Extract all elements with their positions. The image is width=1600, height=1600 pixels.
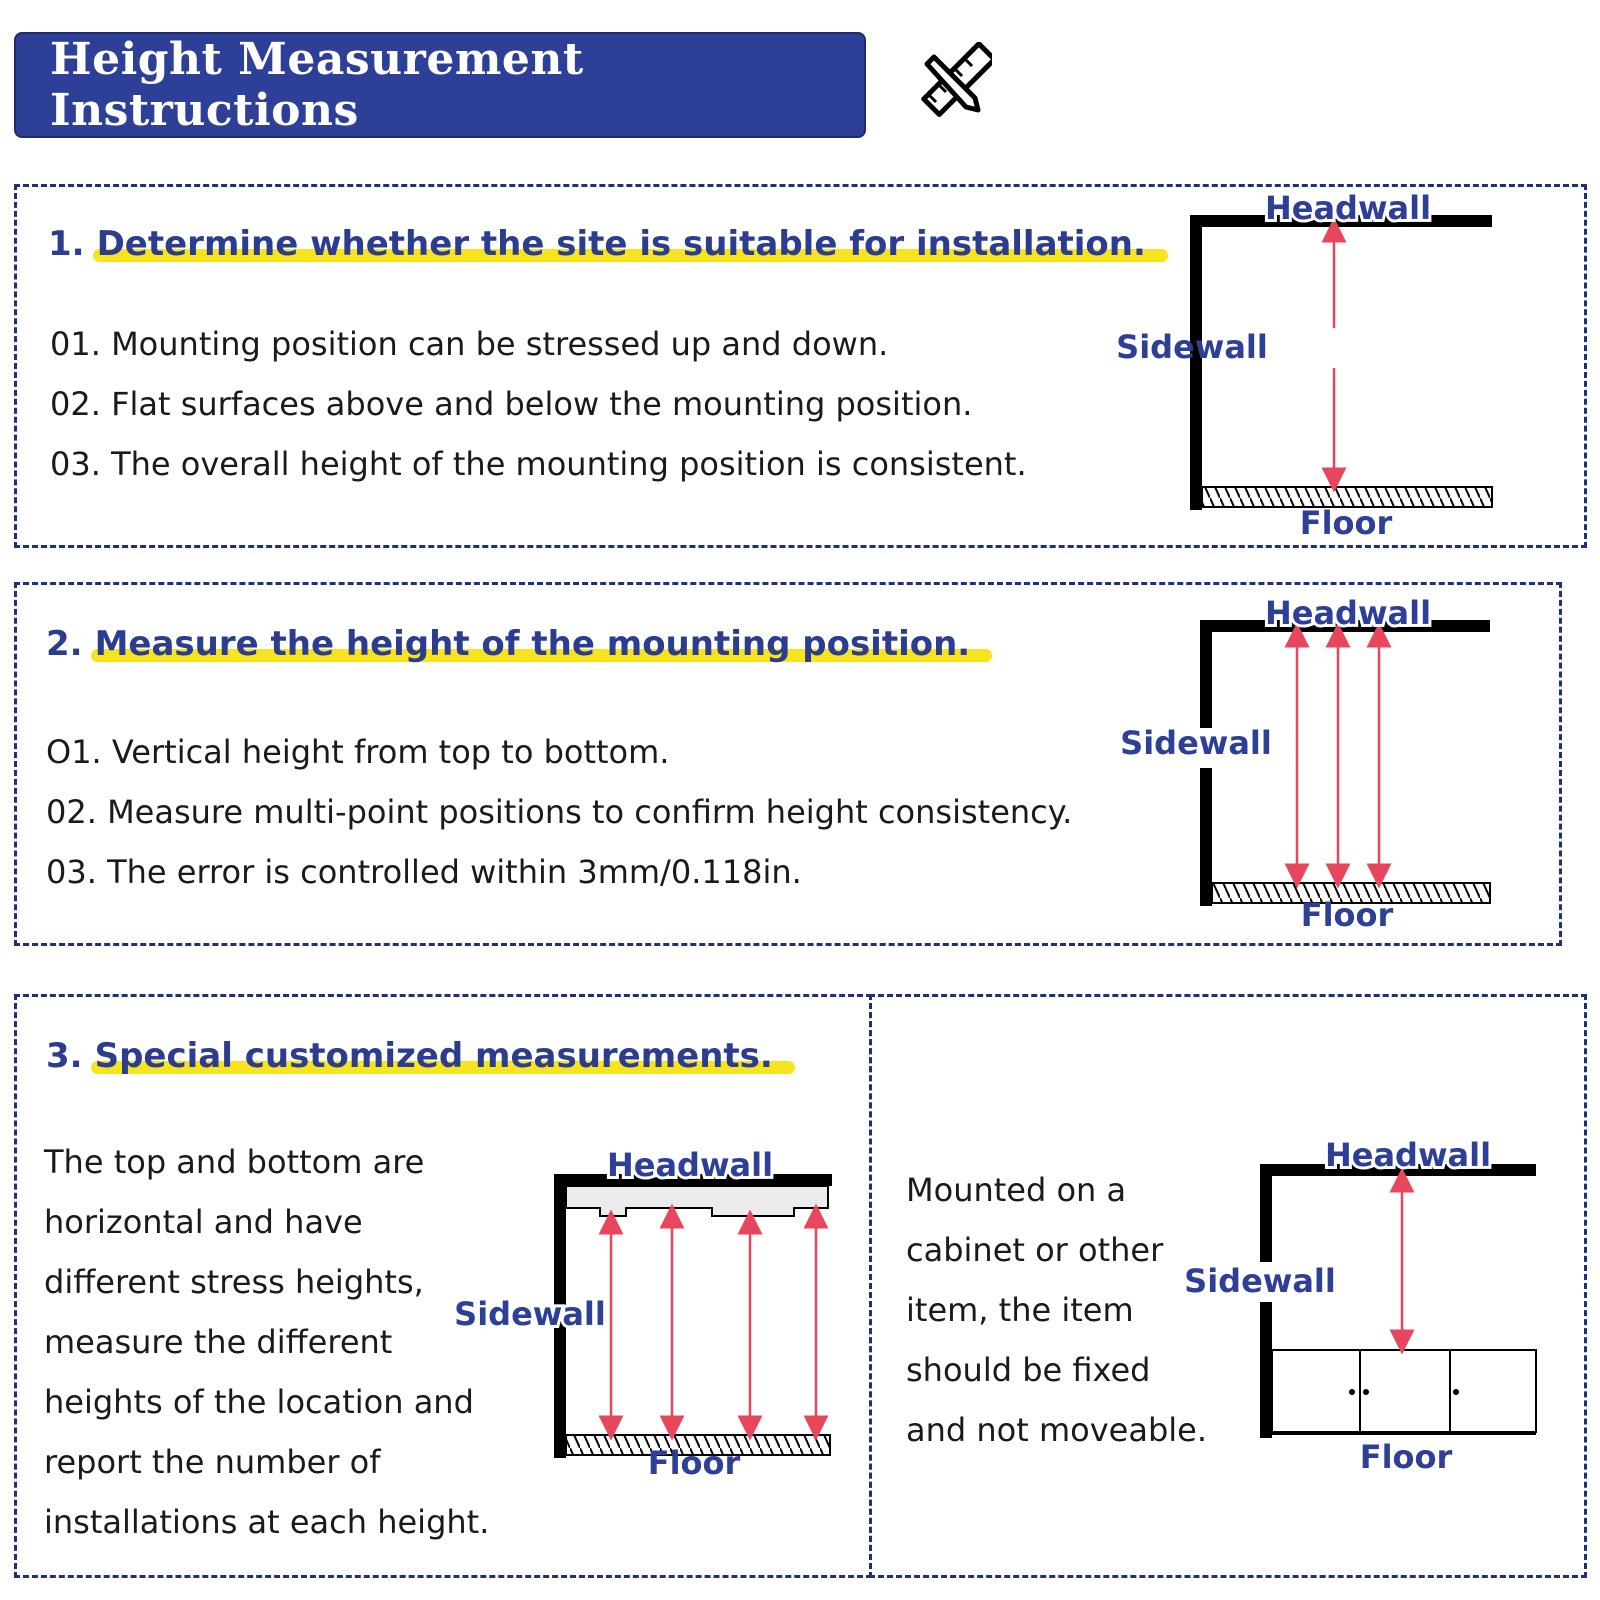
section-3-left-text: The top and bottom are horizontal and ha… (44, 1143, 490, 1541)
headwall-label: Headwall (1325, 1136, 1491, 1174)
sidewall-label: Sidewall (1184, 1262, 1336, 1300)
section-2-list: O1. Vertical height from top to bottom. … (46, 722, 1072, 902)
section-3-right-diagram: Headwall Sidewall Floor (1184, 1133, 1537, 1476)
list-item: 01. Mounting position can be stressed up… (50, 325, 889, 363)
page-title-banner: Height Measurement Instructions (14, 32, 866, 138)
section-2-panel (14, 582, 1562, 946)
section-1-panel (14, 184, 1587, 548)
section-3-right-text: Mounted on a cabinet or other item, the … (906, 1171, 1207, 1449)
section-3-title: Special customized measurements. (90, 1036, 796, 1076)
floor-label: Floor (1360, 1438, 1453, 1476)
section-2-number: 2. (46, 624, 83, 664)
section-2-title: Measure the height of the mounting posit… (90, 624, 992, 664)
list-item: 02. Flat surfaces above and below the mo… (50, 385, 973, 423)
section-3-left-diagram: Headwall Sidewall Floor (451, 1143, 832, 1482)
section-1-diagram: Headwall Sidewall Floor (1116, 186, 1493, 542)
sidewall-label: Sidewall (1116, 328, 1268, 366)
section-3-number: 3. (46, 1036, 83, 1076)
list-item: O1. Vertical height from top to bottom. (46, 733, 670, 771)
list-item: 03. The overall height of the mounting p… (50, 445, 1027, 483)
headwall-label: Headwall (1265, 189, 1431, 227)
section-1-heading: 1. Determine whether the site is suitabl… (48, 224, 1169, 264)
list-item: 03. The error is controlled within 3mm/0… (46, 853, 802, 891)
sidewall-label: Sidewall (454, 1295, 606, 1333)
headwall-label: Headwall (607, 1146, 773, 1184)
page-title: Height Measurement Instructions (50, 34, 584, 136)
ruler-pencil-icon (921, 42, 992, 118)
section-3-heading: 3. Special customized measurements. (46, 1036, 796, 1076)
section-3-right-panel (869, 994, 1587, 1578)
section-2-diagram: Headwall Sidewall Floor (1120, 591, 1491, 934)
headwall-label: Headwall (1265, 594, 1431, 632)
list-item: 02. Measure multi-point positions to con… (46, 793, 1073, 831)
section-2-heading: 2. Measure the height of the mounting po… (46, 624, 992, 664)
section-1-list: 01. Mounting position can be stressed up… (50, 314, 1027, 494)
sidewall-label: Sidewall (1120, 724, 1272, 762)
floor-label: Floor (1301, 896, 1394, 934)
section-1-number: 1. (48, 224, 85, 264)
section-1-title: Determine whether the site is suitable f… (92, 224, 1169, 264)
floor-label: Floor (1300, 504, 1393, 542)
floor-label: Floor (648, 1444, 741, 1482)
